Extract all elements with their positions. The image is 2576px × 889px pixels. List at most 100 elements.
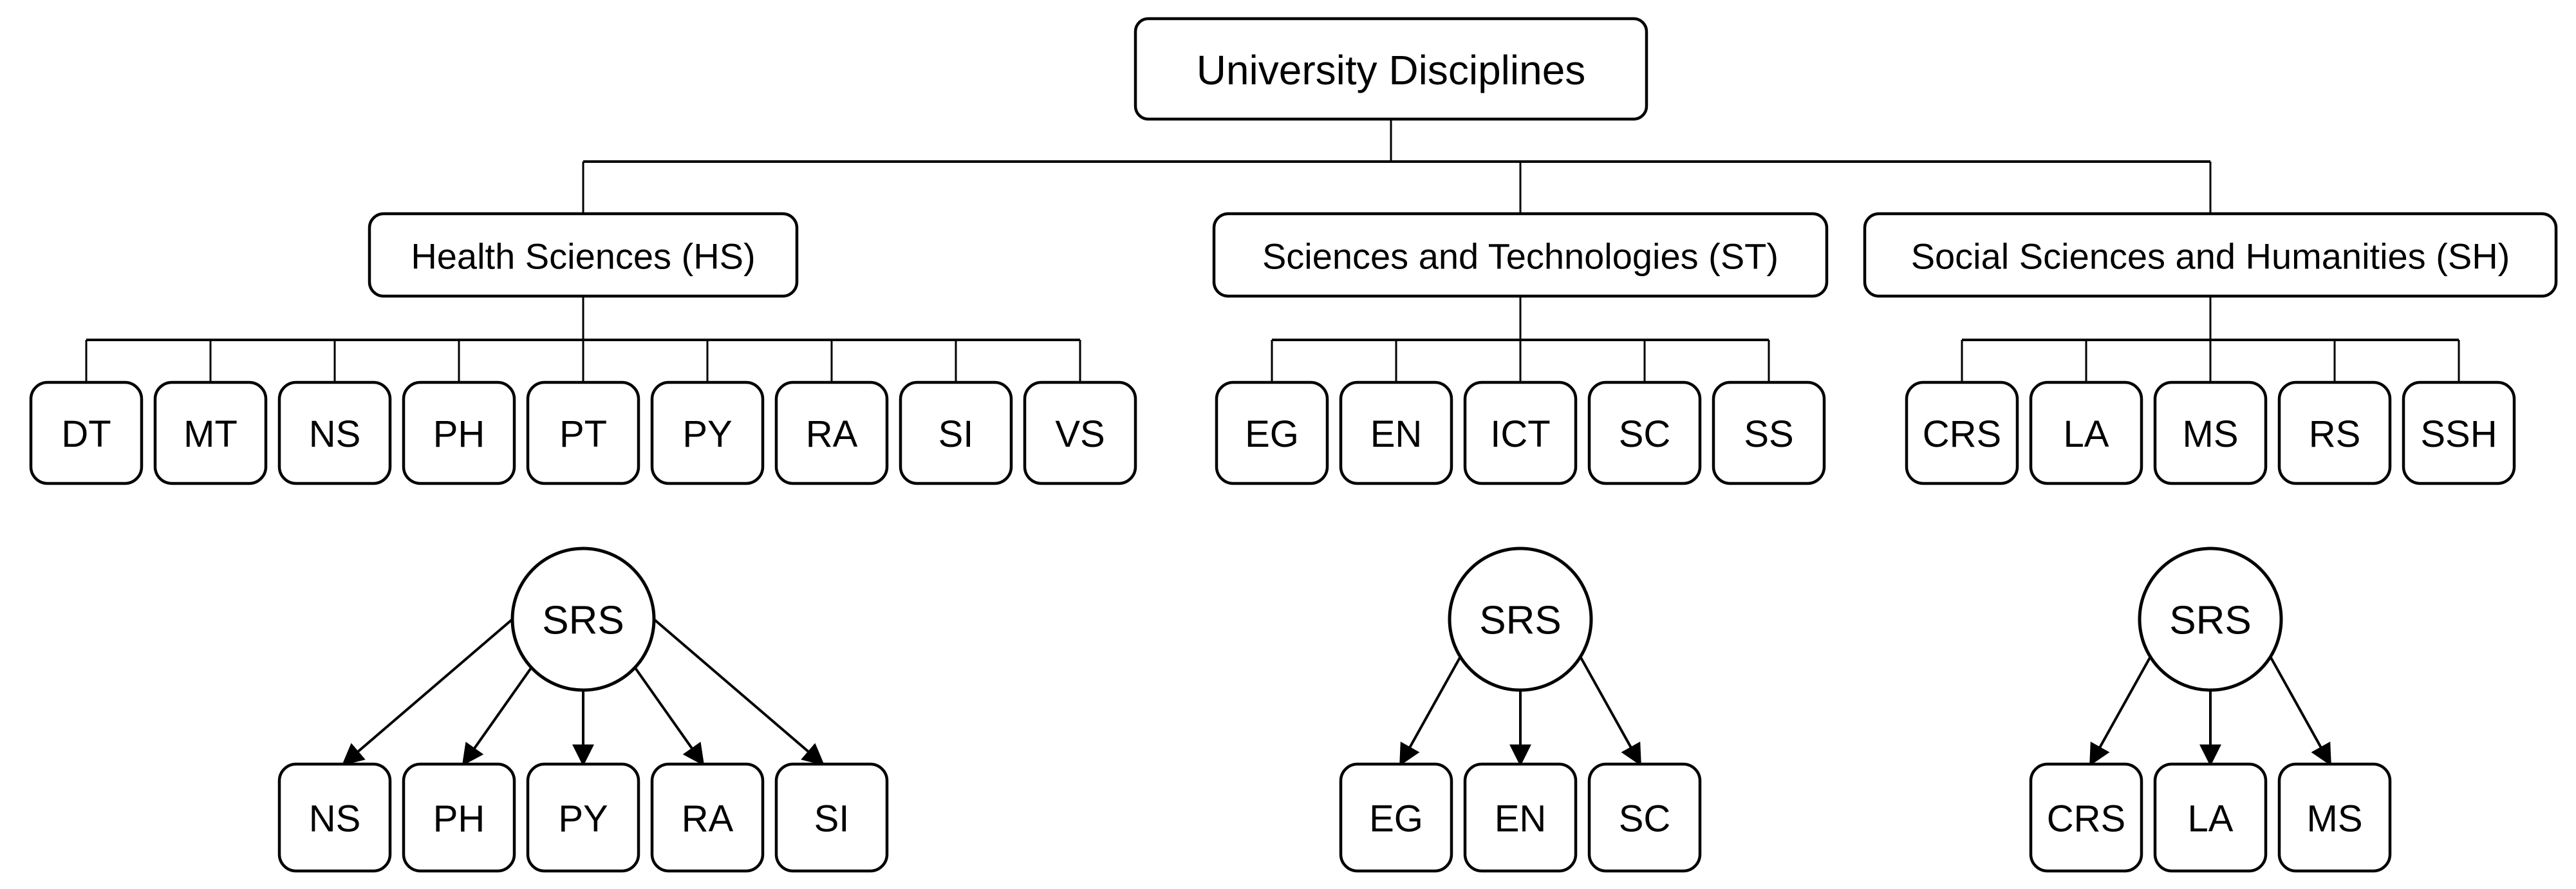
srs-leaf-SH-CRS-label: CRS (2047, 798, 2125, 840)
leaf-node-HS-SI: SI (899, 380, 1013, 485)
arrow-line (1579, 656, 1641, 766)
srs-node-SH: SRS (2138, 547, 2283, 692)
arrow-line (2089, 656, 2152, 766)
srs-leaf-HS-PY: PY (526, 762, 640, 873)
leaf-node-HS-SI-label: SI (938, 413, 974, 455)
leaf-node-SH-CRS-box (1905, 380, 2019, 485)
arrow-line (462, 666, 533, 766)
srs-leaf-HS-SI: SI (774, 762, 889, 873)
arrow-line (653, 618, 825, 766)
leaf-node-HS-PT-label: PT (559, 413, 607, 455)
srs-circle (2138, 547, 2283, 692)
srs-label: SRS (542, 599, 624, 643)
srs-circle (1448, 547, 1593, 692)
leaf-node-HS-RA: RA (774, 380, 889, 485)
root-node: University Disciplines (1134, 17, 1648, 121)
srs-leaf-HS-PH: PH (402, 762, 516, 873)
srs-leaf-SH-MS: MS (2277, 762, 2392, 873)
leaf-node-SH-LA-box (2029, 380, 2143, 485)
root-node-label: University Disciplines (1197, 47, 1586, 93)
srs-leaf-SH-MS-box (2277, 762, 2392, 873)
srs-leaf-HS-PY-box (526, 762, 640, 873)
leaf-node-SH-RS: RS (2277, 380, 2392, 485)
leaf-node-SH-RS-box (2277, 380, 2392, 485)
srs-node-HS: SRS (510, 547, 656, 692)
leaf-node-HS-PY: PY (650, 380, 765, 485)
leaf-node-SH-CRS: CRS (1905, 380, 2019, 485)
leaf-node-SH-MS-box (2153, 380, 2268, 485)
leaf-node-HS-MT-box (153, 380, 268, 485)
srs-leaf-ST-SC-box (1587, 762, 1702, 873)
leaf-node-HS-PY-box (650, 380, 765, 485)
leaf-node-HS-RA-label: RA (806, 413, 858, 455)
srs-leaf-HS-NS-label: NS (309, 798, 361, 840)
srs-leaf-SH-LA-box (2153, 762, 2268, 873)
srs-leaf-SH-CRS-box (2029, 762, 2143, 873)
leaf-node-SH-MS-label: MS (2183, 413, 2239, 455)
srs-leaf-SH-MS-label: MS (2307, 798, 2363, 840)
srs-leaf-ST-SC-label: SC (1619, 798, 1671, 840)
leaf-node-ST-SC: SC (1587, 380, 1702, 485)
srs-leaf-HS-RA-label: RA (682, 798, 734, 840)
srs-leaf-ST-SC: SC (1587, 762, 1702, 873)
leaf-node-ST-EN-box (1339, 380, 1453, 485)
leaf-node-HS-NS-box (277, 380, 392, 485)
group-node-ST-label: Sciences and Technologies (ST) (1262, 236, 1778, 277)
srs-label: SRS (1479, 599, 1561, 643)
group-node-SH-label: Social Sciences and Humanities (SH) (1911, 236, 2510, 277)
leaf-node-HS-NS: NS (277, 380, 392, 485)
srs-leaf-SH-LA: LA (2153, 762, 2268, 873)
srs-leaf-HS-RA: RA (650, 762, 765, 873)
srs-leaf-HS-NS: NS (277, 762, 392, 873)
srs-arrows (341, 618, 2331, 767)
group-node-HS-label: Health Sciences (HS) (411, 236, 755, 277)
leaf-node-ST-ICT-box (1463, 380, 1578, 485)
srs-leaf-HS-RA-box (650, 762, 765, 873)
leaf-node-SH-SSH: SSH (2402, 380, 2516, 485)
leaf-node-ST-SC-box (1587, 380, 1702, 485)
srs-circle (510, 547, 656, 692)
group-node-SH-box (1863, 212, 2558, 298)
srs-leaf-ST-EG-box (1339, 762, 1453, 873)
leaf-node-ST-EN: EN (1339, 380, 1453, 485)
leaf-node-SH-LA: LA (2029, 380, 2143, 485)
leaf-node-SH-LA-label: LA (2064, 413, 2109, 455)
group-node-ST-box (1212, 212, 1829, 298)
group-node-ST: Sciences and Technologies (ST) (1212, 212, 1829, 298)
leaf-node-HS-VS-box (1023, 380, 1137, 485)
arrow-line (341, 618, 514, 766)
srs-leaf-ST-EN: EN (1463, 762, 1578, 873)
leaf-node-HS-PT: PT (526, 380, 640, 485)
leaf-node-ST-SS: SS (1712, 380, 1826, 485)
leaf-node-ST-SS-box (1712, 380, 1826, 485)
group-node-SH: Social Sciences and Humanities (SH) (1863, 212, 2558, 298)
leaf-node-ST-SC-label: SC (1619, 413, 1671, 455)
leaf-node-HS-SI-box (899, 380, 1013, 485)
root-node-box (1134, 17, 1648, 121)
leaf-node-HS-VS-label: VS (1055, 413, 1105, 455)
srs-leaf-HS-PH-box (402, 762, 516, 873)
leaf-node-ST-EG-box (1215, 380, 1329, 485)
leaf-node-HS-PH-label: PH (433, 413, 485, 455)
hierarchy-connectors (85, 117, 2460, 386)
leaf-node-HS-PH-box (402, 380, 516, 485)
srs-leaf-ST-EG: EG (1339, 762, 1453, 873)
srs-label: SRS (2169, 599, 2251, 643)
leaf-node-HS-NS-label: NS (309, 413, 361, 455)
group-node-HS-box (368, 212, 799, 298)
srs-leaf-ST-EN-box (1463, 762, 1578, 873)
leaf-node-HS-MT: MT (153, 380, 268, 485)
leaf-node-HS-DT-box (29, 380, 144, 485)
srs-leaf-SH-LA-label: LA (2188, 798, 2234, 840)
arrow-line (633, 666, 705, 766)
srs-leaf-ST-EN-label: EN (1495, 798, 1547, 840)
leaf-node-ST-EG-label: EG (1245, 413, 1299, 455)
leaf-node-SH-SSH-label: SSH (2420, 413, 2497, 455)
srs-leaf-HS-NS-box (277, 762, 392, 873)
srs-node-ST: SRS (1448, 547, 1593, 692)
leaf-node-SH-RS-label: RS (2309, 413, 2361, 455)
srs-leaf-ST-EG-label: EG (1369, 798, 1423, 840)
leaf-node-SH-CRS-label: CRS (1923, 413, 2001, 455)
